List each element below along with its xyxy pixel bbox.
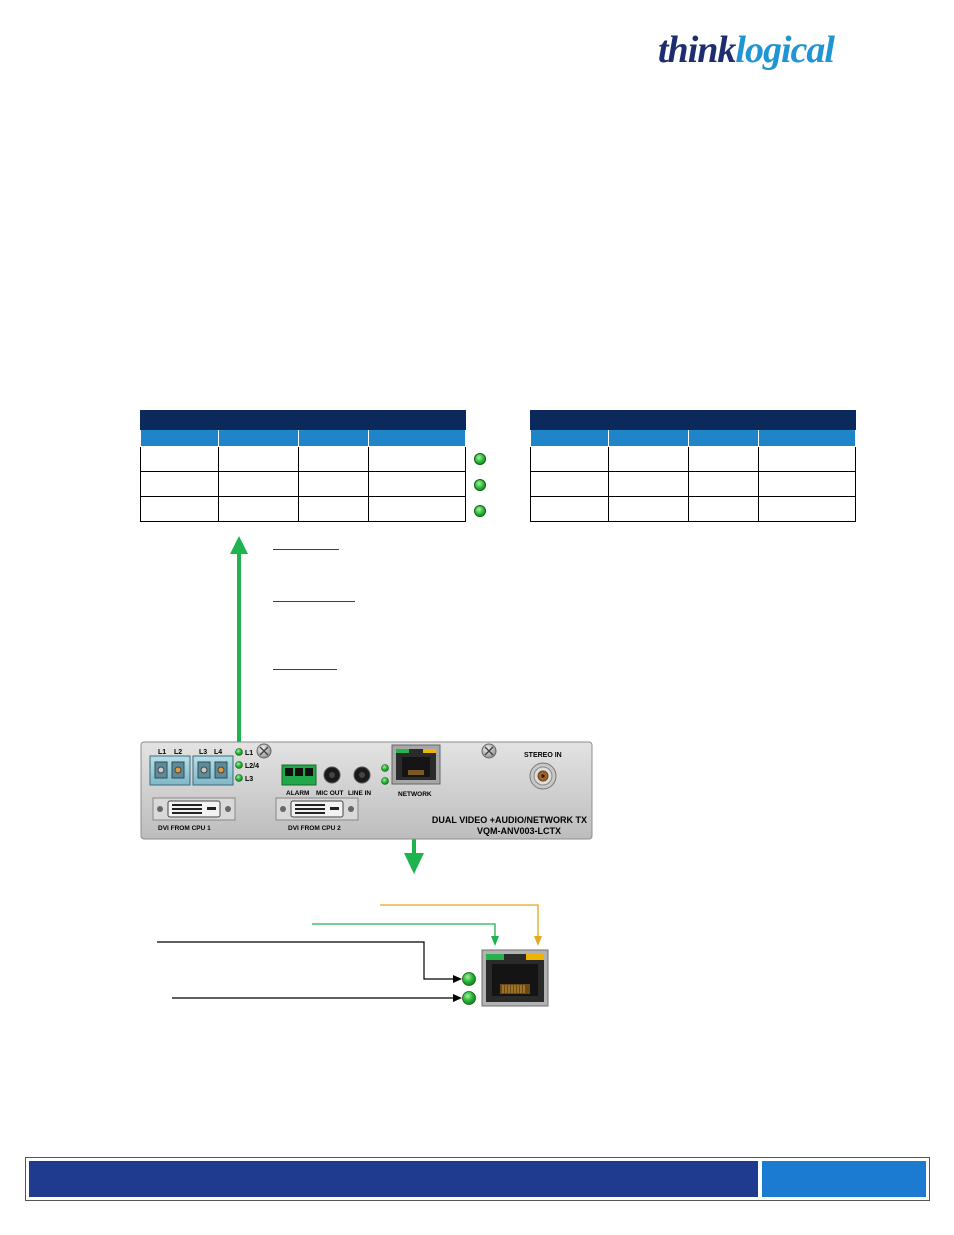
table-title-row (140, 410, 466, 430)
footer-bar (25, 1157, 930, 1201)
table-row (140, 496, 466, 522)
status-led-icon (474, 505, 486, 517)
status-led-icon (474, 479, 486, 491)
mic-out-label: MIC OUT (316, 790, 343, 797)
status-led-icon (235, 774, 243, 782)
screw-icon (481, 743, 497, 759)
table-header-row (530, 429, 856, 447)
port-label-l4: L4 (214, 749, 222, 756)
link-underline[interactable] (273, 669, 337, 670)
callout-lines (157, 904, 542, 1002)
table-header-row (140, 429, 466, 447)
status-led-icon (235, 748, 243, 756)
footer-right-block (762, 1161, 926, 1197)
logo-logical-text: logical (735, 29, 835, 71)
dvi-connector-icon (275, 797, 359, 821)
led-table-right (530, 410, 856, 522)
lc-fiber-port-icon (192, 755, 234, 786)
led-label-l2-4: L2/4 (245, 763, 259, 770)
product-title: DUAL VIDEO +AUDIO/NETWORK TX (432, 815, 587, 825)
bnc-connector-icon (529, 762, 557, 790)
rj45-port-icon (391, 744, 441, 785)
table-row (530, 446, 856, 472)
line-in-label: LINE IN (348, 790, 371, 797)
table-title-row (530, 410, 856, 430)
rear-panel: L1 L2 L3 L4 L1 L2/4 L3 ALARM (140, 741, 593, 840)
link-underline[interactable] (273, 549, 339, 550)
screw-icon (256, 743, 272, 759)
thinklogical-logo: thinklogical (658, 28, 835, 72)
upward-green-arrow (230, 536, 248, 743)
status-led-icon (462, 972, 476, 986)
status-led-icon (381, 777, 389, 785)
led-label-l1: L1 (245, 750, 253, 757)
status-led-icon (462, 991, 476, 1005)
rj45-port-icon (481, 949, 549, 1007)
lc-fiber-port-icon (149, 755, 191, 786)
product-model: VQM-ANV003-LCTX (477, 826, 561, 836)
stereo-in-label: STEREO IN (524, 752, 562, 759)
network-label: NETWORK (398, 791, 432, 798)
led-label-l3: L3 (245, 776, 253, 783)
terminal-block-icon (281, 764, 317, 786)
status-led-icon (474, 453, 486, 465)
audio-jack-icon (353, 766, 371, 784)
dvi-cpu2-label: DVI FROM CPU 2 (288, 825, 341, 832)
dvi-cpu1-label: DVI FROM CPU 1 (158, 825, 211, 832)
status-led-icon (381, 764, 389, 772)
audio-jack-icon (323, 766, 341, 784)
port-label-l2: L2 (174, 749, 182, 756)
led-table-left (140, 410, 466, 522)
alarm-label: ALARM (286, 790, 309, 797)
dvi-connector-icon (152, 797, 236, 821)
port-label-l1: L1 (158, 749, 166, 756)
table-row (530, 496, 856, 522)
status-led-icon (235, 761, 243, 769)
link-underline[interactable] (273, 601, 355, 602)
port-label-l3: L3 (199, 749, 207, 756)
footer-left-block (29, 1161, 758, 1197)
logo-think-text: think (658, 29, 736, 71)
